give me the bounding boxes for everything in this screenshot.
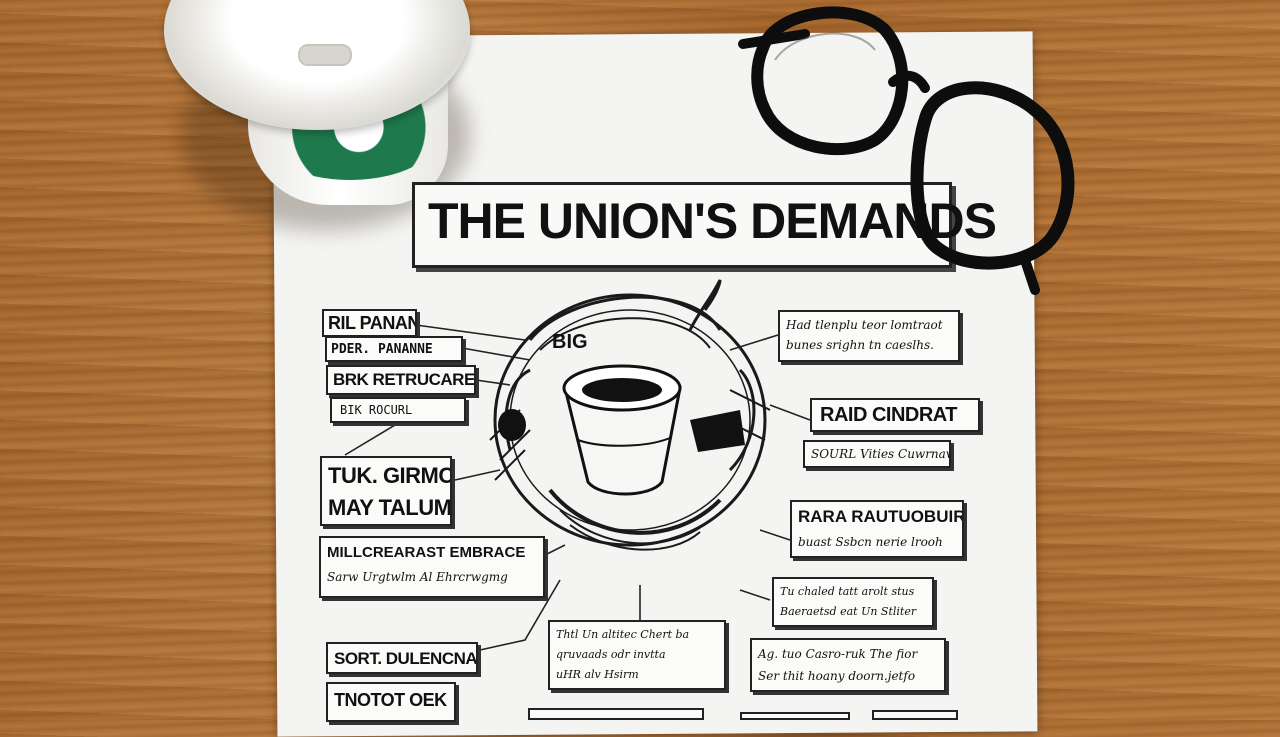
label-left-4: BIK ROCURL bbox=[330, 397, 466, 423]
sketch-text: BIG bbox=[552, 331, 588, 353]
label-left-6: MILLCREARAST EMBRACE Sarw Urgtwlm Al Ehr… bbox=[319, 536, 545, 598]
label-bottom-1 bbox=[528, 708, 704, 720]
label-left-6-heading: MILLCREARAST EMBRACE bbox=[327, 544, 526, 561]
label-center-1-line1: Thtl Un altitec Chert ba bbox=[556, 628, 690, 641]
label-right-5-line2: Baeraetsd eat Un Stliter bbox=[780, 605, 917, 618]
label-left-5: TUK. GIRMCK MAY TALUM bbox=[320, 456, 452, 526]
label-left-6-sub: Sarw Urgtwlm Al Ehrcrwgmg bbox=[327, 570, 508, 584]
label-left-7: SORT. DULENCNA bbox=[326, 642, 478, 674]
label-right-1-line2: bunes srighn tn caeslhs. bbox=[786, 338, 934, 352]
label-left-5-line1: TUK. GIRMCK bbox=[328, 463, 450, 488]
label-right-6: Ag. tuo Casro-ruk The fior Ser thit hoan… bbox=[750, 638, 946, 692]
label-center-1-line2: qruvaads odr invtta bbox=[556, 648, 666, 661]
label-right-1: Had tlenplu teor lomtraot bunes srighn t… bbox=[778, 310, 960, 362]
lid-sip-hole bbox=[298, 44, 352, 66]
label-right-3: SOURL Vities Cuwrnavr bbox=[803, 440, 951, 468]
label-left-8: TNOTOT OEK bbox=[326, 682, 456, 722]
label-center-1: Thtl Un altitec Chert ba qruvaads odr in… bbox=[548, 620, 726, 690]
coffee-cup-sketch: BIG bbox=[489, 279, 771, 551]
page-title: THE UNION'S DEMANDS bbox=[428, 193, 997, 249]
label-center-1-line3: uHR alv Hsirm bbox=[556, 668, 639, 681]
eyeglasses-icon bbox=[738, 6, 1075, 295]
label-bottom-3 bbox=[872, 710, 958, 720]
label-left-3: BRK RETRUCARE bbox=[326, 365, 476, 395]
label-left-5-line2: MAY TALUM bbox=[328, 495, 452, 520]
desk-scene: THE UNION'S DEMANDS bbox=[164, 0, 1075, 737]
label-right-1-line1: Had tlenplu teor lomtraot bbox=[786, 318, 943, 332]
label-left-2: PDER. PANANNE bbox=[325, 336, 463, 362]
label-right-5-line1: Tu chaled tatt arolt stus bbox=[780, 585, 915, 598]
label-right-6-line2: Ser thit hoany doorn.jetfo bbox=[758, 669, 916, 683]
label-right-2: RAID CINDRAT bbox=[810, 398, 980, 432]
connector-lines bbox=[344, 324, 811, 651]
label-right-4-sub: buast Ssbcn nerie lrooh bbox=[798, 535, 943, 549]
label-right-4-heading: RARA RAUTUOBUIRE bbox=[798, 507, 964, 526]
label-right-6-line1: Ag. tuo Casro-ruk The fior bbox=[758, 647, 918, 661]
label-right-5: Tu chaled tatt arolt stus Baeraetsd eat … bbox=[772, 577, 934, 627]
label-bottom-2 bbox=[740, 712, 850, 720]
title-box bbox=[412, 182, 952, 268]
label-right-4: RARA RAUTUOBUIRE buast Ssbcn nerie lrooh bbox=[790, 500, 964, 558]
label-left-1: RIL PANAN bbox=[322, 309, 417, 337]
